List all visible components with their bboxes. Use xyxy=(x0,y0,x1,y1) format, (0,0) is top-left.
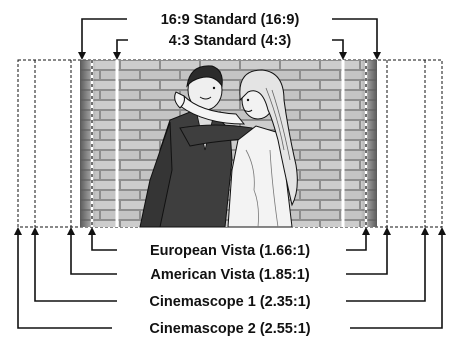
cinemascope-2-label: Cinemascope 2 (2.55:1) xyxy=(149,321,310,337)
standard-4-3-label: 4:3 Standard (4:3) xyxy=(169,33,292,49)
american-vista-bracket xyxy=(67,227,391,275)
european-vista-bracket xyxy=(88,227,370,251)
standard-16-9-bracket xyxy=(78,18,381,60)
couple-embracing-illustration xyxy=(80,60,377,228)
cinemascope-1-bracket xyxy=(31,227,429,302)
standard-16-9-label: 16:9 Standard (16:9) xyxy=(161,12,300,28)
woman-figure xyxy=(174,69,298,228)
standard-4-3-bracket xyxy=(113,39,347,60)
american-vista-label: American Vista (1.85:1) xyxy=(150,267,309,283)
cinemascope-1-label: Cinemascope 1 (2.35:1) xyxy=(149,294,310,310)
european-vista-label: European Vista (1.66:1) xyxy=(150,243,310,259)
cinemascope-2-bracket xyxy=(14,227,446,329)
